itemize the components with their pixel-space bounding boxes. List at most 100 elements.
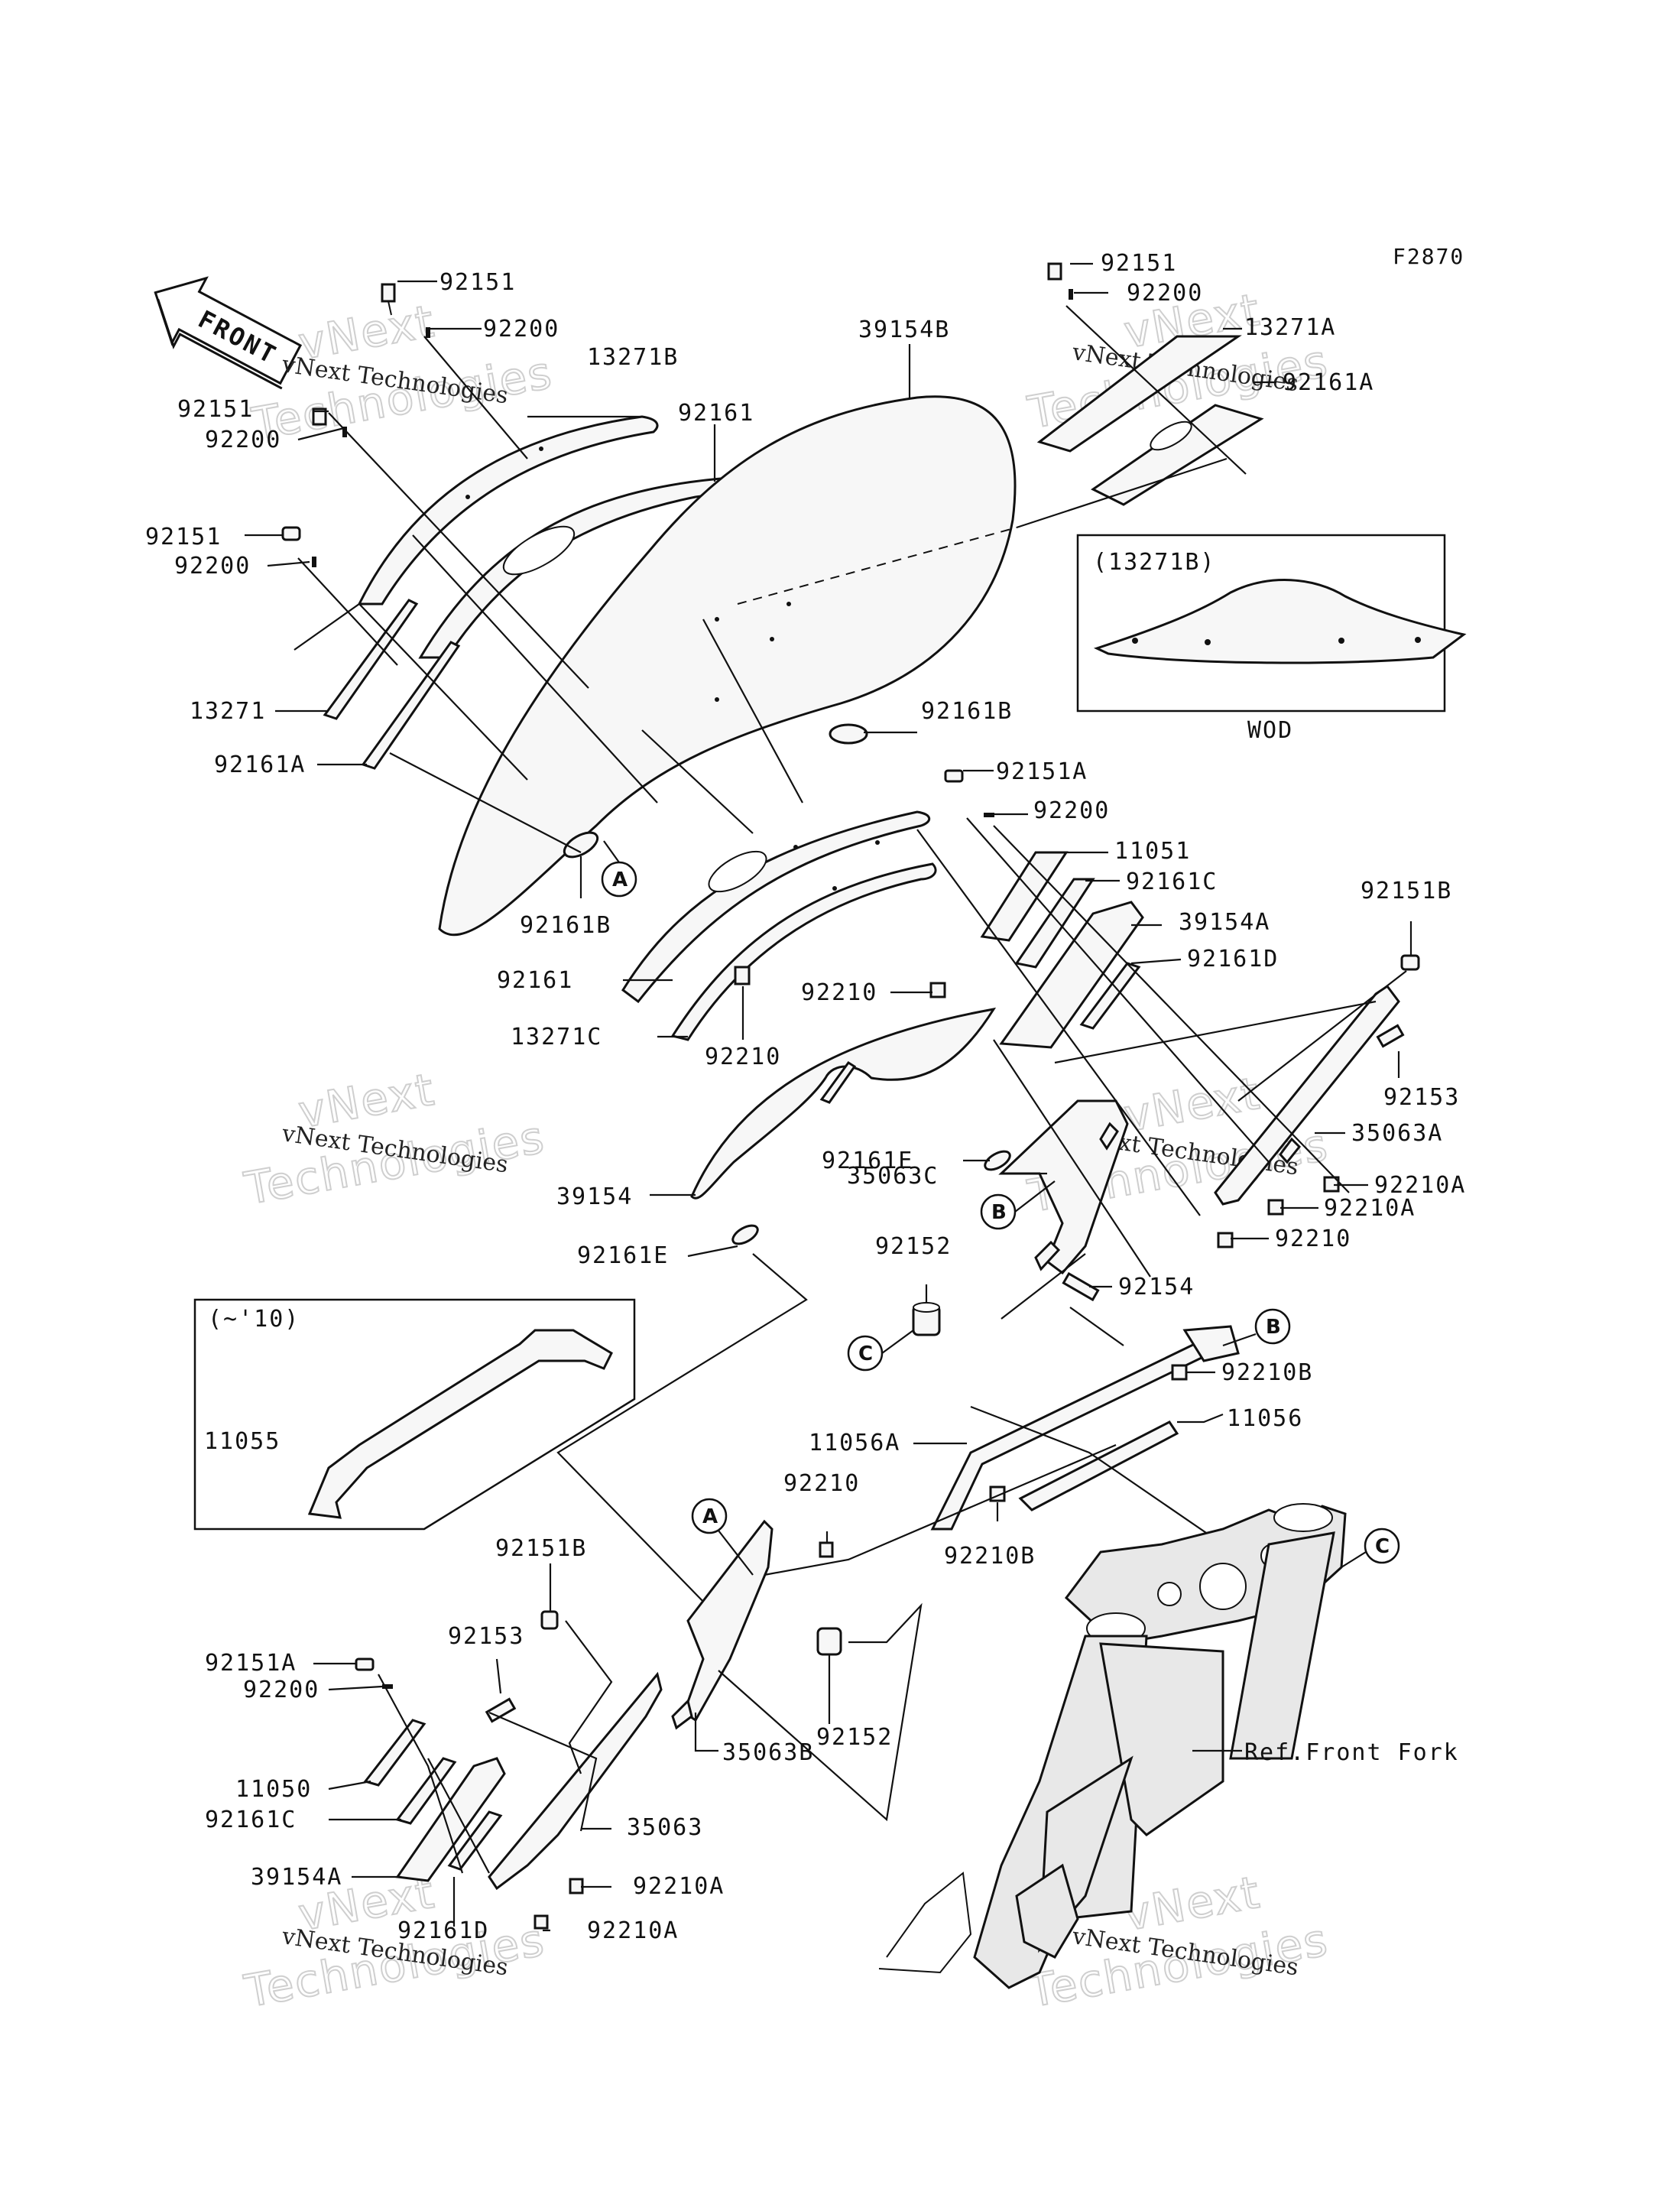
- bracket-11056: [1018, 1420, 1179, 1511]
- nut-92210B-upper: [1171, 1364, 1188, 1381]
- windshield-hole: [715, 617, 719, 622]
- figure-code: F2870: [1393, 244, 1464, 269]
- inset-hole: [1415, 637, 1421, 643]
- seal-92161D-lower: [447, 1810, 503, 1871]
- windshield-39154B: [438, 395, 1017, 937]
- assembly-line: [718, 1602, 923, 1822]
- callout-92154: 92154: [1118, 1274, 1195, 1300]
- front-arrow-icon: [154, 276, 303, 385]
- bracket-slot: [1279, 1137, 1302, 1164]
- callout-11056A: 11056A: [809, 1430, 900, 1456]
- bracket-11055: [307, 1329, 613, 1519]
- cover-13271B: [357, 415, 659, 606]
- washer-92200-right: [1069, 289, 1073, 300]
- watermark-big-7: vNext: [1121, 1067, 1265, 1142]
- callout-92210: 92210: [783, 1470, 860, 1497]
- svg-text:C: C: [1375, 1535, 1390, 1558]
- fork-center-body: [1099, 1642, 1224, 1836]
- screw-92151-3: [281, 526, 301, 541]
- front-fork-reference: [878, 1503, 1347, 1989]
- callout-92151: 92151: [1101, 250, 1177, 277]
- callout-13271C: 13271C: [511, 1024, 602, 1050]
- seal-cutout: [708, 850, 767, 893]
- assembly-line: [1237, 970, 1407, 1102]
- inset-10-title: (~'10): [208, 1306, 300, 1333]
- callout-92200: 92200: [174, 553, 251, 580]
- callout-92161B: 92161B: [520, 912, 611, 939]
- callout-92161D: 92161D: [397, 1917, 489, 1944]
- cover-13271A: [1036, 335, 1242, 453]
- assembly-line: [488, 1711, 598, 1832]
- callout-11056: 11056: [1227, 1405, 1303, 1432]
- screw-92151A-lower: [355, 1657, 375, 1671]
- bracket-11056A: [930, 1328, 1228, 1531]
- grommet-92161B-lower: [563, 831, 599, 859]
- watermark-mid-left: vNext Technologies vNext Technologies: [240, 1063, 550, 1216]
- nut-92210-a: [734, 966, 751, 985]
- callout-92161A: 92161A: [1283, 369, 1374, 396]
- fork-right-leg: [1229, 1531, 1335, 1760]
- seal-92161-mid: [621, 810, 931, 1004]
- bracket-slot: [1034, 1240, 1061, 1271]
- ref-leader: [603, 840, 620, 863]
- bracket-35063B: [683, 1519, 774, 1722]
- callout-92161D: 92161D: [1187, 946, 1279, 972]
- assembly-line: [389, 752, 582, 853]
- assembly-line: [556, 1253, 808, 1606]
- assembly-line: [1054, 1000, 1377, 1064]
- callout-13271B: 13271B: [587, 344, 679, 371]
- callout-92210: 92210: [1275, 1226, 1351, 1252]
- cover-13271C: [670, 862, 937, 1041]
- callout-92161B: 92161B: [921, 698, 1013, 725]
- inset-10-part: 11055: [204, 1428, 281, 1455]
- washer-92200: [342, 427, 347, 437]
- washer-92200-mid: [984, 813, 994, 817]
- callout-35063: 35063: [627, 1814, 703, 1841]
- bolt-92154: [1062, 1271, 1100, 1302]
- fork-clamp-hole: [1199, 1563, 1247, 1610]
- seal-92161A: [361, 641, 461, 770]
- ref-circle-b-upper: B: [980, 1193, 1017, 1230]
- svg-text:C: C: [858, 1343, 873, 1365]
- callout-92161: 92161: [678, 400, 754, 427]
- callout-11051: 11051: [1114, 838, 1191, 865]
- callout-92151B: 92151B: [495, 1535, 587, 1562]
- nut-92210-d: [819, 1541, 834, 1558]
- callout-92161: 92161: [497, 967, 573, 994]
- ref-leader: [1014, 1180, 1056, 1213]
- callout-92161E: 92161E: [577, 1242, 669, 1269]
- cover-hole: [793, 845, 798, 849]
- assembly-line: [412, 534, 658, 804]
- callout-92210A: 92210A: [587, 1917, 679, 1944]
- bracket-slot: [671, 1699, 693, 1730]
- windshield-hole: [715, 697, 719, 702]
- ref-circle-c-right: C: [1364, 1528, 1400, 1564]
- assembly-line: [423, 336, 528, 459]
- inset-hole: [1205, 639, 1211, 645]
- assembly-line: [970, 1405, 1224, 1545]
- shield-slot: [819, 1060, 857, 1104]
- bracket-slot: [1099, 1122, 1119, 1151]
- svg-text:A: A: [612, 868, 628, 891]
- screw-92151A-mid: [944, 769, 964, 783]
- dashed-assembly-line: [737, 527, 1017, 605]
- collar-92152-upper: [912, 1302, 941, 1336]
- callout-92152: 92152: [875, 1233, 952, 1260]
- ref-circle-a-upper: A: [601, 861, 637, 898]
- callout-leaders: [245, 262, 1412, 1932]
- callout-92153: 92153: [448, 1623, 524, 1650]
- washer-11050: [363, 1719, 426, 1787]
- callout-92161C: 92161C: [1126, 868, 1218, 895]
- callout-92200: 92200: [1127, 280, 1203, 307]
- screw-92151-top-right: [1047, 262, 1062, 281]
- assembly-line: [764, 1443, 1117, 1576]
- inset-13271B-title: (13271B): [1093, 549, 1216, 576]
- callout-92210: 92210: [801, 979, 877, 1006]
- callout-11050: 11050: [235, 1776, 312, 1803]
- collar-92152-lower: [816, 1627, 842, 1656]
- callout-35063B: 35063B: [722, 1739, 814, 1766]
- front-direction-marker: FRONT: [154, 276, 303, 390]
- nut-92210-c: [1217, 1232, 1234, 1248]
- ref-leader: [1341, 1551, 1367, 1568]
- svg-text:B: B: [1266, 1316, 1281, 1339]
